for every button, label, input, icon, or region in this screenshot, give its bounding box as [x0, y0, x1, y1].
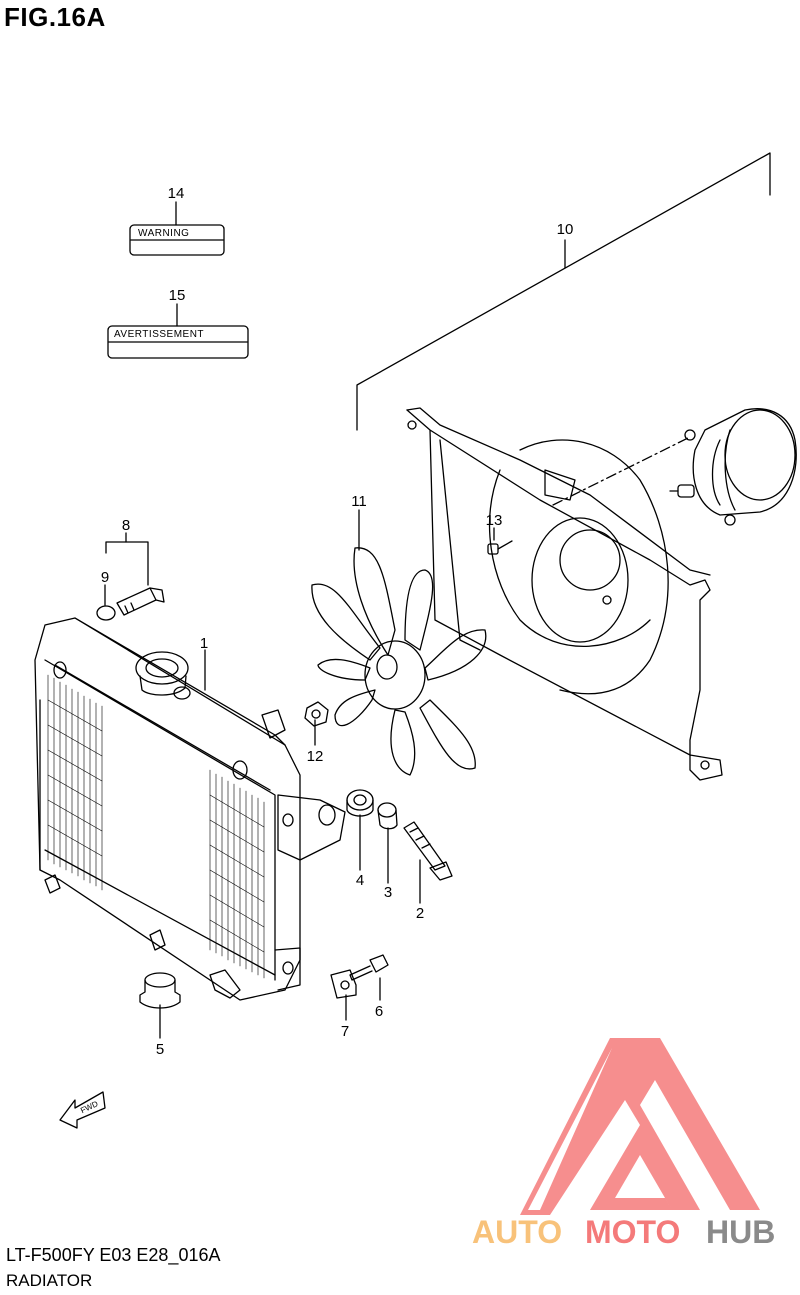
- watermark-logo-icon: [520, 1038, 760, 1215]
- shroud-assembly-bracket: [356, 152, 771, 431]
- avertissement-label-part: [107, 303, 249, 359]
- rubber-mount-5: [139, 972, 181, 1009]
- collar-3: [377, 802, 398, 830]
- radiator: [34, 617, 346, 1001]
- bolt-6: [349, 954, 389, 981]
- avertissement-text: AVERTISSEMENT: [114, 329, 204, 340]
- warning-text: WARNING: [138, 228, 189, 239]
- callout-numbers: 1 2 3 4 5 6 7 8 9 10 11 12 13 14 15: [101, 185, 574, 1058]
- watermark-logo: AUTO MOTO HUB: [472, 1038, 775, 1250]
- thermo-switch: [96, 587, 165, 621]
- callout-15: 15: [169, 287, 186, 304]
- nut-plate-7: [330, 969, 357, 999]
- model-code: LT-F500FY E03 E28_016A: [6, 1245, 221, 1265]
- callout-11: 11: [351, 493, 367, 510]
- callout-12: 12: [307, 748, 324, 765]
- callout-9: 9: [101, 569, 109, 586]
- fan-shroud: [406, 407, 723, 781]
- grommet-4: [346, 789, 374, 817]
- thermo-switch-bracket: [105, 532, 149, 586]
- callout-14: 14: [168, 185, 185, 202]
- watermark-moto: MOTO: [585, 1214, 680, 1250]
- callout-2: 2: [416, 905, 424, 922]
- watermark-auto: AUTO: [472, 1214, 562, 1250]
- fan-motor: [669, 408, 797, 526]
- callout-10: 10: [557, 221, 574, 238]
- screw-13: [487, 540, 513, 555]
- callout-7: 7: [341, 1023, 349, 1040]
- callout-6: 6: [375, 1003, 383, 1020]
- callout-5: 5: [156, 1041, 164, 1058]
- callout-3: 3: [384, 884, 392, 901]
- cooling-fan: [311, 547, 487, 776]
- callout-8: 8: [122, 517, 130, 534]
- nut-12: [304, 701, 329, 727]
- callout-4: 4: [356, 872, 364, 889]
- figure-title: FIG.16A: [4, 2, 106, 32]
- warning-label-part: [129, 201, 225, 256]
- callout-13: 13: [486, 512, 503, 529]
- section-name: RADIATOR: [6, 1271, 93, 1290]
- bolt-2: [403, 821, 453, 881]
- callout-1: 1: [200, 635, 208, 652]
- watermark-hub: HUB: [706, 1214, 775, 1250]
- fwd-arrow-icon: [59, 1091, 106, 1129]
- leader-lines: [104, 436, 691, 1039]
